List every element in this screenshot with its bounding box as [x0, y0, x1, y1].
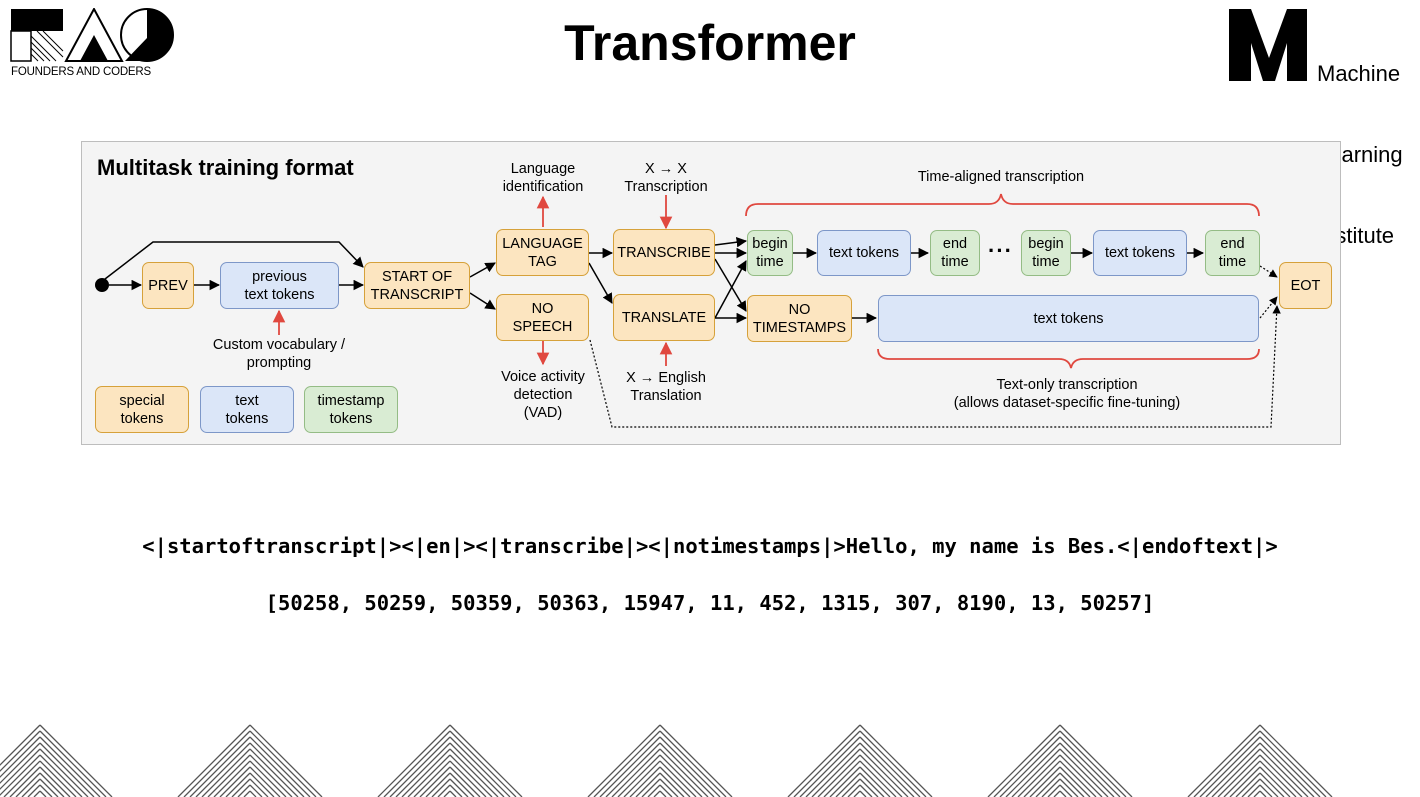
text-tokens-segment: text tokens: [1093, 230, 1187, 276]
fac-logo-text: FOUNDERS AND CODERS: [11, 66, 151, 78]
time-aligned-brace: [745, 193, 1260, 217]
diagram-title: Multitask training format: [97, 155, 354, 180]
custom-vocabulary-label: Custom vocabulary / prompting: [212, 337, 346, 371]
text-only-label: Text-only transcription (allows dataset-…: [953, 377, 1181, 411]
x-to-x-transcription-label: X → X Transcription: [624, 161, 708, 195]
language-identification-label: Language identification: [502, 161, 584, 195]
text-only-brace: [877, 348, 1260, 369]
text-tokens-segment: text tokens: [817, 230, 911, 276]
begin-time-token: begin time: [1021, 230, 1071, 276]
eot-token: EOT: [1279, 262, 1332, 309]
x-to-english-label: X → English Translation: [626, 370, 706, 404]
transcribe-token: TRANSCRIBE: [613, 229, 715, 276]
mli-logo-line: Machine: [1317, 61, 1401, 86]
end-time-token: end time: [1205, 230, 1260, 276]
begin-time-token: begin time: [747, 230, 793, 276]
founders-and-coders-logo: FOUNDERS AND CODERS: [10, 8, 175, 80]
mli-logo-mark-icon: [1229, 9, 1307, 81]
legend-special-tokens: special tokens: [95, 386, 189, 433]
fac-logo-mark-icon: [10, 8, 174, 62]
machine-learning-institute-logo: Machine Learning Institute: [1229, 8, 1414, 248]
footer-decoration: [0, 724, 1333, 797]
no-speech-token: NO SPEECH: [496, 294, 589, 341]
no-timestamps-token: NO TIMESTAMPS: [747, 295, 852, 342]
time-aligned-label: Time-aligned transcription: [917, 169, 1085, 185]
previous-text-tokens: previous text tokens: [220, 262, 339, 309]
language-tag-token: LANGUAGE TAG: [496, 229, 589, 276]
page-title: Transformer: [564, 15, 856, 71]
token-ids: [50258, 50259, 50359, 50363, 15947, 11, …: [265, 591, 1155, 615]
translate-token: TRANSLATE: [613, 294, 715, 341]
ellipsis: ···: [988, 238, 1013, 263]
end-time-token: end time: [930, 230, 980, 276]
start-of-transcript-token: START OF TRANSCRIPT: [364, 262, 470, 309]
prev-token: PREV: [142, 262, 194, 309]
vad-label: Voice activity detection (VAD): [501, 369, 585, 421]
legend-timestamp-tokens: timestamp tokens: [304, 386, 398, 433]
start-dot: [95, 278, 109, 292]
token-string: <|startoftranscript|><|en|><|transcribe|…: [142, 534, 1278, 558]
legend-text-tokens: text tokens: [200, 386, 294, 433]
multitask-training-diagram: Multitask training format PREV previous …: [81, 141, 1341, 445]
text-tokens-long: text tokens: [878, 295, 1259, 342]
